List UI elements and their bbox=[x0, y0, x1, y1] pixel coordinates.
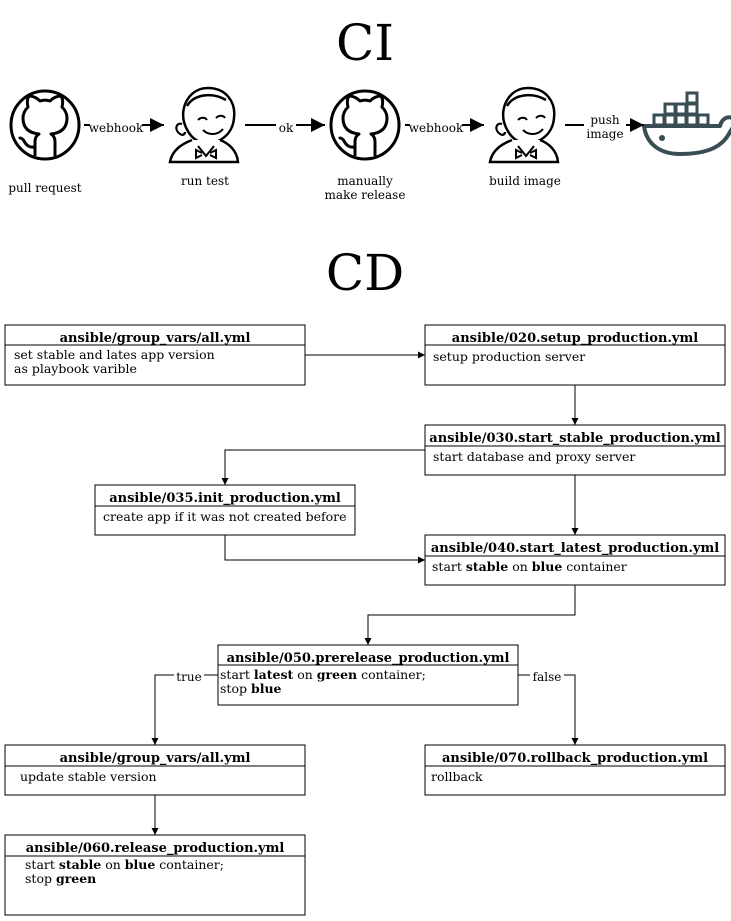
ci-edge-webhook-1: webhook bbox=[84, 118, 164, 135]
cd-edge bbox=[224, 535, 425, 564]
box-text-run: stop bbox=[220, 681, 251, 696]
ci-node-run-test: run test bbox=[168, 86, 240, 188]
box-text-run: on bbox=[293, 667, 317, 682]
box-text-run: rollback bbox=[431, 769, 483, 784]
box-text-run: blue bbox=[125, 857, 156, 872]
branch-label-false: false bbox=[533, 670, 562, 684]
cd-box-rollback-production: ansible/070.rollback_production.yml roll… bbox=[424, 744, 726, 796]
box-title: ansible/030.start_stable_production.yml bbox=[429, 431, 720, 446]
ci-edge-label: webhook bbox=[409, 121, 464, 135]
box-text-run: green bbox=[56, 871, 96, 886]
box-body: start database and proxy server bbox=[433, 449, 635, 464]
cd-edge-false bbox=[518, 674, 579, 745]
box-text-run: stable bbox=[59, 857, 101, 872]
box-text-run: create app if it was not created before bbox=[103, 509, 347, 524]
box-text-run: on bbox=[508, 559, 532, 574]
box-text-run: setup production server bbox=[433, 349, 585, 364]
cd-box-group-vars-update: ansible/group_vars/all.yml update stable… bbox=[4, 744, 306, 796]
cd-box-setup-production: ansible/020.setup_production.yml setup p… bbox=[424, 324, 726, 386]
ci-edge-label: ok bbox=[279, 121, 294, 135]
box-body: start latest on green container; stop blu… bbox=[220, 667, 426, 696]
cd-edge bbox=[364, 585, 576, 645]
ci-edge-webhook-2: webhook bbox=[405, 118, 484, 135]
box-title: ansible/group_vars/all.yml bbox=[60, 331, 251, 346]
ci-heading: CI bbox=[336, 14, 394, 72]
box-body: start stable on blue container bbox=[432, 559, 627, 574]
cd-edge bbox=[221, 449, 425, 485]
ci-node-label: pull request bbox=[8, 181, 81, 195]
box-text-run: start bbox=[25, 857, 59, 872]
cd-box-init-production: ansible/035.init_production.yml create a… bbox=[94, 484, 356, 536]
box-text-run: stop bbox=[25, 871, 56, 886]
cd-box-start-stable-production: ansible/030.start_stable_production.yml … bbox=[424, 424, 726, 476]
box-text-run: start database and proxy server bbox=[433, 449, 635, 464]
jenkins-icon bbox=[168, 86, 240, 164]
cd-box-prerelease-production: ansible/050.prerelease_production.yml st… bbox=[217, 644, 519, 706]
box-text-run: latest bbox=[254, 667, 294, 682]
box-title: ansible/group_vars/all.yml bbox=[60, 751, 251, 766]
box-title: ansible/060.release_production.yml bbox=[26, 841, 285, 856]
ci-edge-ok: ok bbox=[245, 118, 325, 135]
cd-box-start-latest-production: ansible/040.start_latest_production.yml … bbox=[424, 534, 726, 586]
box-title: ansible/040.start_latest_production.yml bbox=[431, 541, 719, 556]
box-text-run: container bbox=[562, 559, 626, 574]
box-title: ansible/070.rollback_production.yml bbox=[442, 751, 708, 766]
cd-heading: CD bbox=[326, 244, 404, 302]
box-text-run: blue bbox=[532, 559, 563, 574]
box-text-run: stable bbox=[466, 559, 508, 574]
box-text-run: container; bbox=[357, 667, 426, 682]
box-text-run: container; bbox=[155, 857, 224, 872]
github-icon bbox=[329, 89, 401, 161]
cd-box-group-vars-initial: ansible/group_vars/all.yml set stable an… bbox=[4, 324, 306, 386]
box-text-run: set stable and lates app version bbox=[14, 347, 215, 362]
box-title: ansible/050.prerelease_production.yml bbox=[227, 651, 510, 666]
box-title: ansible/035.init_production.yml bbox=[109, 491, 341, 506]
box-text-run: green bbox=[317, 667, 357, 682]
box-body: update stable version bbox=[20, 769, 157, 784]
ci-node-build-image: build image bbox=[488, 86, 561, 188]
cd-box-release-production: ansible/060.release_production.yml start… bbox=[4, 834, 306, 916]
box-body: setup production server bbox=[433, 349, 585, 364]
box-text-run: update stable version bbox=[20, 769, 157, 784]
box-text-run: blue bbox=[251, 681, 282, 696]
branch-label-true: true bbox=[176, 670, 201, 684]
ci-node-label: build image bbox=[489, 174, 561, 188]
cd-edge-true bbox=[151, 674, 218, 745]
box-text-run: start bbox=[432, 559, 466, 574]
box-text-run: start bbox=[220, 667, 254, 682]
docker-icon bbox=[642, 91, 731, 156]
box-text-run: as playbook varible bbox=[14, 361, 137, 376]
ci-node-label: run test bbox=[181, 174, 229, 188]
github-icon bbox=[9, 89, 81, 161]
jenkins-icon bbox=[488, 86, 560, 164]
box-body: rollback bbox=[431, 769, 483, 784]
box-text-run: on bbox=[101, 857, 125, 872]
ci-edge-label: webhook bbox=[89, 121, 144, 135]
box-title: ansible/020.setup_production.yml bbox=[452, 331, 698, 346]
ci-node-pull-request: pull request bbox=[8, 89, 82, 195]
ci-node-docker bbox=[642, 91, 731, 156]
box-body: start stable on blue container; stop gree… bbox=[25, 857, 224, 886]
box-body: create app if it was not created before bbox=[103, 509, 347, 524]
